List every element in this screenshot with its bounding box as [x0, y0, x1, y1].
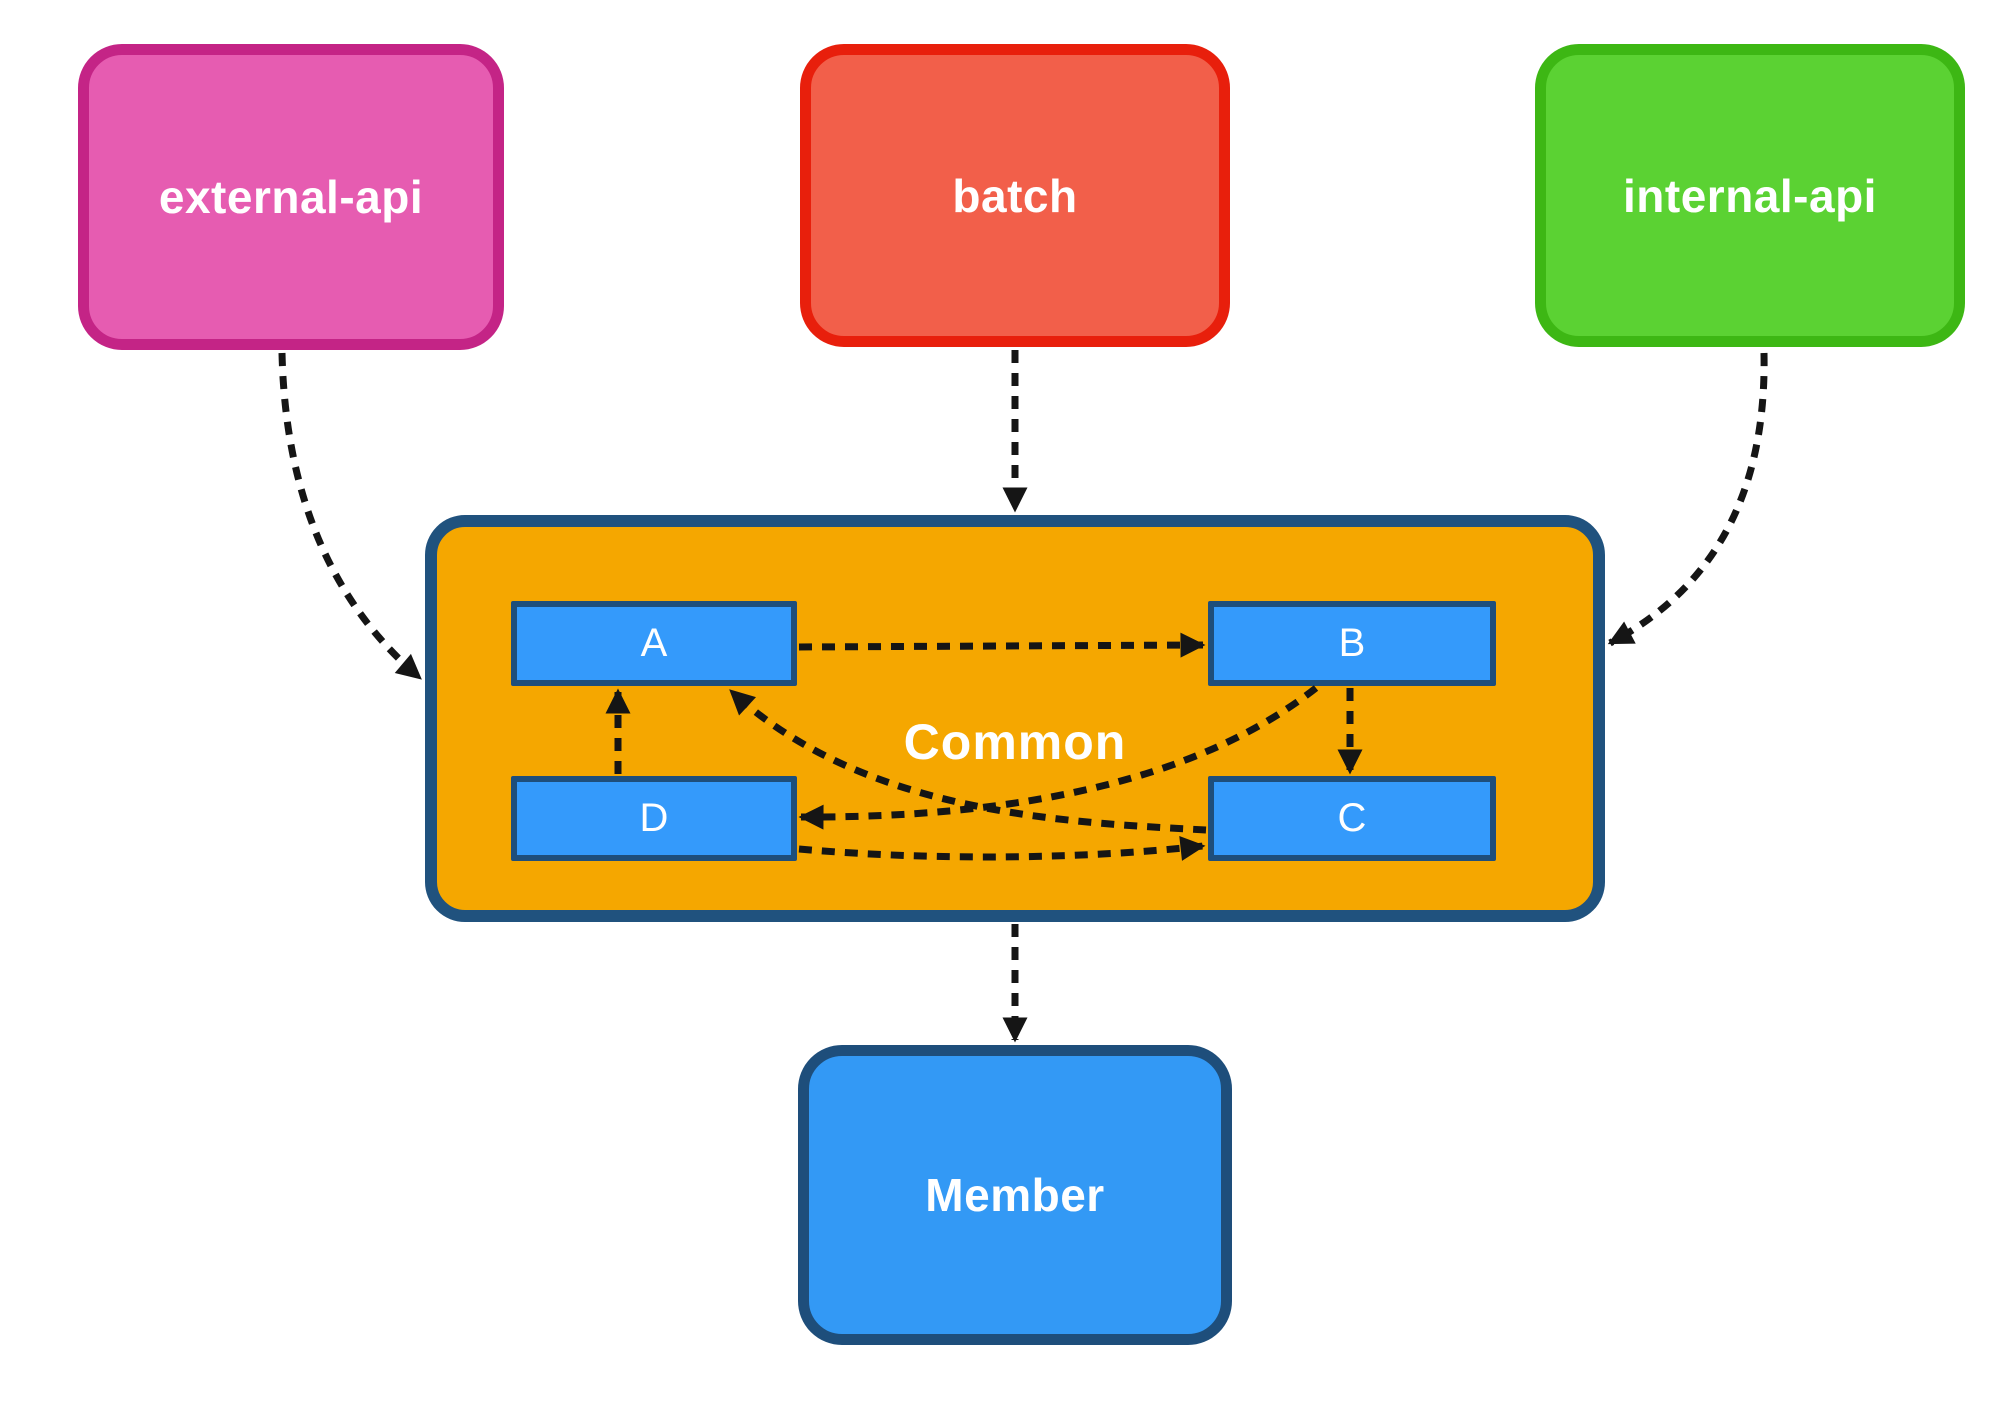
edge-internal-api-to-common — [1607, 352, 1768, 647]
node-module-a: A — [511, 601, 797, 686]
node-common-label: Common — [903, 714, 1127, 770]
node-common: Common A B D C — [425, 515, 1605, 922]
node-internal-api: internal-api — [1535, 44, 1965, 347]
node-member-label: Member — [925, 1169, 1105, 1221]
node-module-a-label: A — [640, 621, 668, 665]
node-module-d: D — [511, 776, 797, 861]
node-module-b: B — [1208, 601, 1496, 686]
node-batch: batch — [800, 44, 1230, 347]
node-internal-api-label: internal-api — [1623, 169, 1877, 222]
node-batch-label: batch — [952, 169, 1078, 222]
node-external-api-label: external-api — [158, 171, 424, 223]
node-module-b-label: B — [1338, 621, 1366, 665]
node-module-c: C — [1208, 776, 1496, 861]
node-member: Member — [798, 1045, 1232, 1345]
node-external-api: external-api — [78, 44, 504, 350]
node-module-d-label: D — [639, 796, 669, 840]
node-module-c-label: C — [1337, 796, 1367, 840]
edge-external-api-to-common — [278, 352, 423, 681]
